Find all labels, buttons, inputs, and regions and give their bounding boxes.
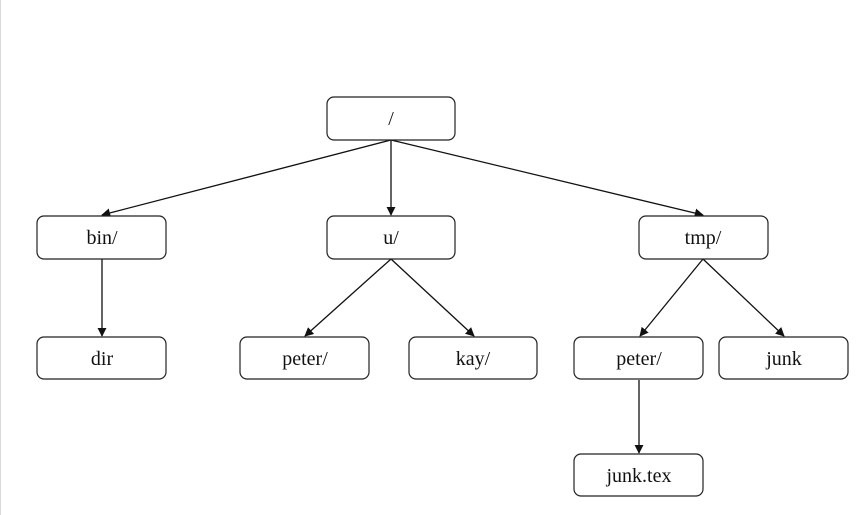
- node-u[interactable]: u/: [326, 215, 456, 260]
- node-kay-label: kay/: [456, 348, 491, 370]
- edge-tmp-junk: [702, 258, 785, 337]
- edge-tmp-peter: [639, 258, 704, 337]
- node-u-peter[interactable]: peter/: [239, 336, 370, 380]
- node-tmp[interactable]: tmp/: [638, 215, 769, 260]
- node-junk-label: junk: [765, 348, 802, 370]
- node-root[interactable]: /: [326, 96, 456, 141]
- node-bin[interactable]: bin/: [36, 215, 167, 260]
- node-u-peter-label: peter/: [282, 348, 328, 370]
- node-tmp-peter-label: peter/: [616, 348, 662, 370]
- edge-root-bin: [101, 139, 392, 218]
- edge-u-kay: [390, 258, 475, 337]
- node-junk[interactable]: junk: [718, 336, 849, 380]
- edge-u-peter: [304, 258, 392, 337]
- node-junk-tex-label: junk.tex: [606, 465, 672, 487]
- node-tmp-label: tmp/: [685, 227, 722, 249]
- node-tmp-peter[interactable]: peter/: [573, 336, 704, 380]
- edge-root-tmp: [390, 139, 704, 218]
- node-root-label: /: [388, 108, 394, 130]
- node-kay[interactable]: kay/: [408, 336, 538, 380]
- node-dir[interactable]: dir: [36, 336, 167, 380]
- node-u-label: u/: [383, 227, 399, 249]
- node-bin-label: bin/: [86, 227, 118, 249]
- node-junk-tex[interactable]: junk.tex: [573, 453, 704, 497]
- node-dir-label: dir: [91, 348, 114, 370]
